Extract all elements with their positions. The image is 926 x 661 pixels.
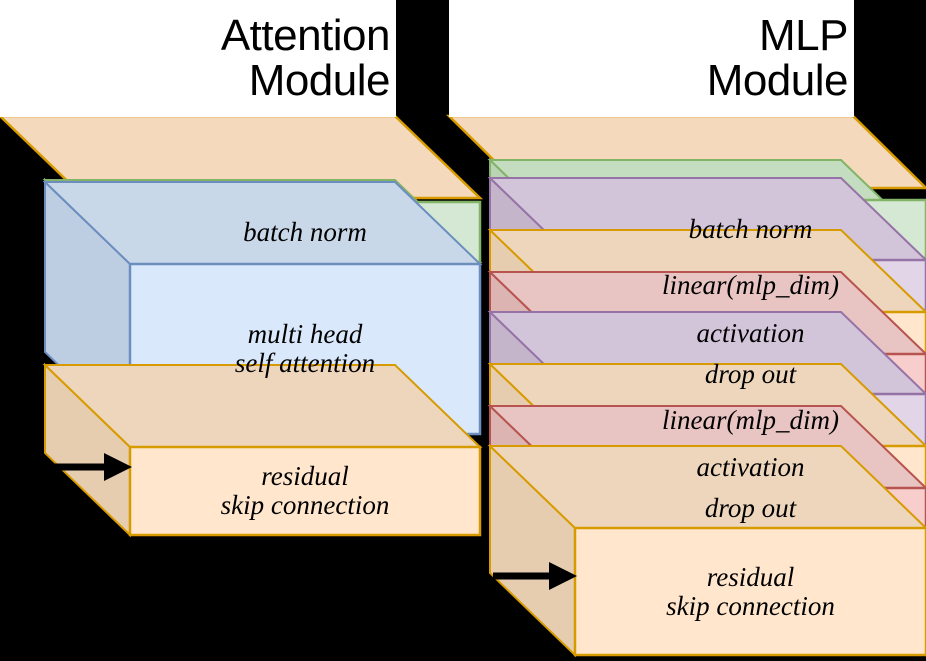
attention-layer-residual-skip-connection <box>42 362 483 538</box>
mlp-module-group <box>445 114 926 658</box>
mlp-title-line-1: MLP <box>759 10 848 60</box>
mlp-residual-top-face <box>487 445 926 529</box>
mlp-layer-residual-skip-connection <box>487 443 926 658</box>
mlp-module-title-box: MLP Module <box>449 0 854 117</box>
mlp-residual-front-face <box>573 526 926 657</box>
attention-title-line-2: Module <box>248 55 391 105</box>
mlp-input-arrow <box>493 562 577 590</box>
attention-residual-front-face <box>128 445 482 537</box>
attention-input-arrow-head <box>104 453 132 481</box>
mlp-title-line-2: Module <box>706 55 849 105</box>
attention-title-line-1: Attention <box>220 10 391 60</box>
attention-module-title-box: Attention Module <box>0 0 396 117</box>
attention-input-arrow <box>48 453 132 481</box>
attention-module-group <box>0 114 484 538</box>
mlp-input-arrow-head <box>549 562 577 590</box>
